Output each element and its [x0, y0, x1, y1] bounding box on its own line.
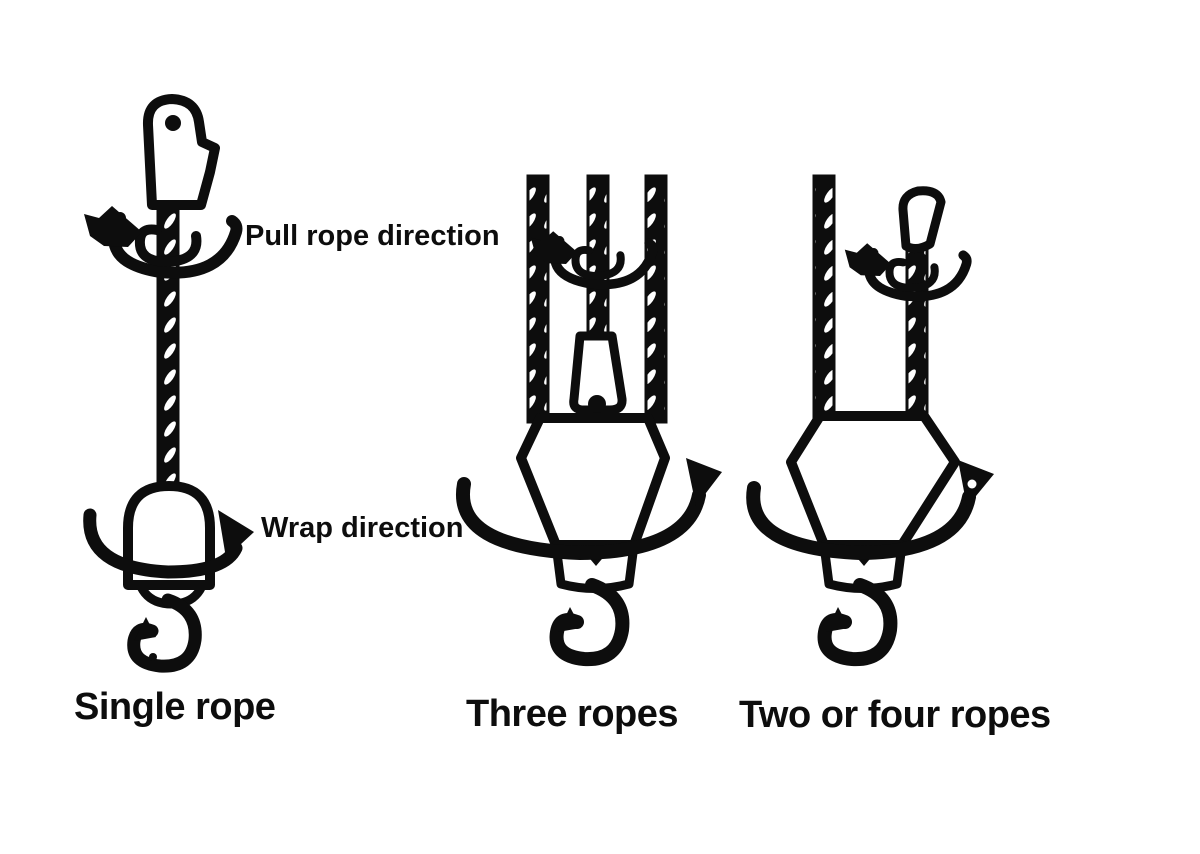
caption-three-ropes: Three ropes	[466, 693, 679, 735]
hook-icon	[127, 593, 202, 673]
caption-two-or-four-ropes: Two or four ropes	[739, 694, 1051, 736]
single-rope-diagram	[83, 94, 254, 673]
wrap-rotation-arrow-icon	[83, 508, 254, 579]
wire-rope-icon	[526, 174, 668, 424]
wrap-direction-label: Wrap direction	[261, 512, 464, 544]
two-or-four-ropes-diagram	[746, 174, 994, 667]
top-clevis-icon	[142, 94, 220, 210]
three-ropes-diagram	[456, 174, 722, 667]
wrap-rotation-arrow-icon	[456, 458, 722, 560]
hook-icon	[817, 578, 898, 667]
caption-single-rope: Single rope	[74, 686, 276, 728]
top-eye-icon	[898, 186, 946, 254]
hook-block-icon	[786, 411, 960, 593]
wire-rope-icon	[156, 194, 180, 500]
wedge-socket-icon	[569, 331, 627, 415]
pull-rope-direction-label: Pull rope direction	[245, 220, 500, 252]
hook-block-icon	[123, 481, 215, 609]
hook-block-icon	[516, 413, 670, 593]
hook-icon	[549, 578, 630, 667]
wrap-rotation-arrow-icon	[746, 460, 994, 560]
